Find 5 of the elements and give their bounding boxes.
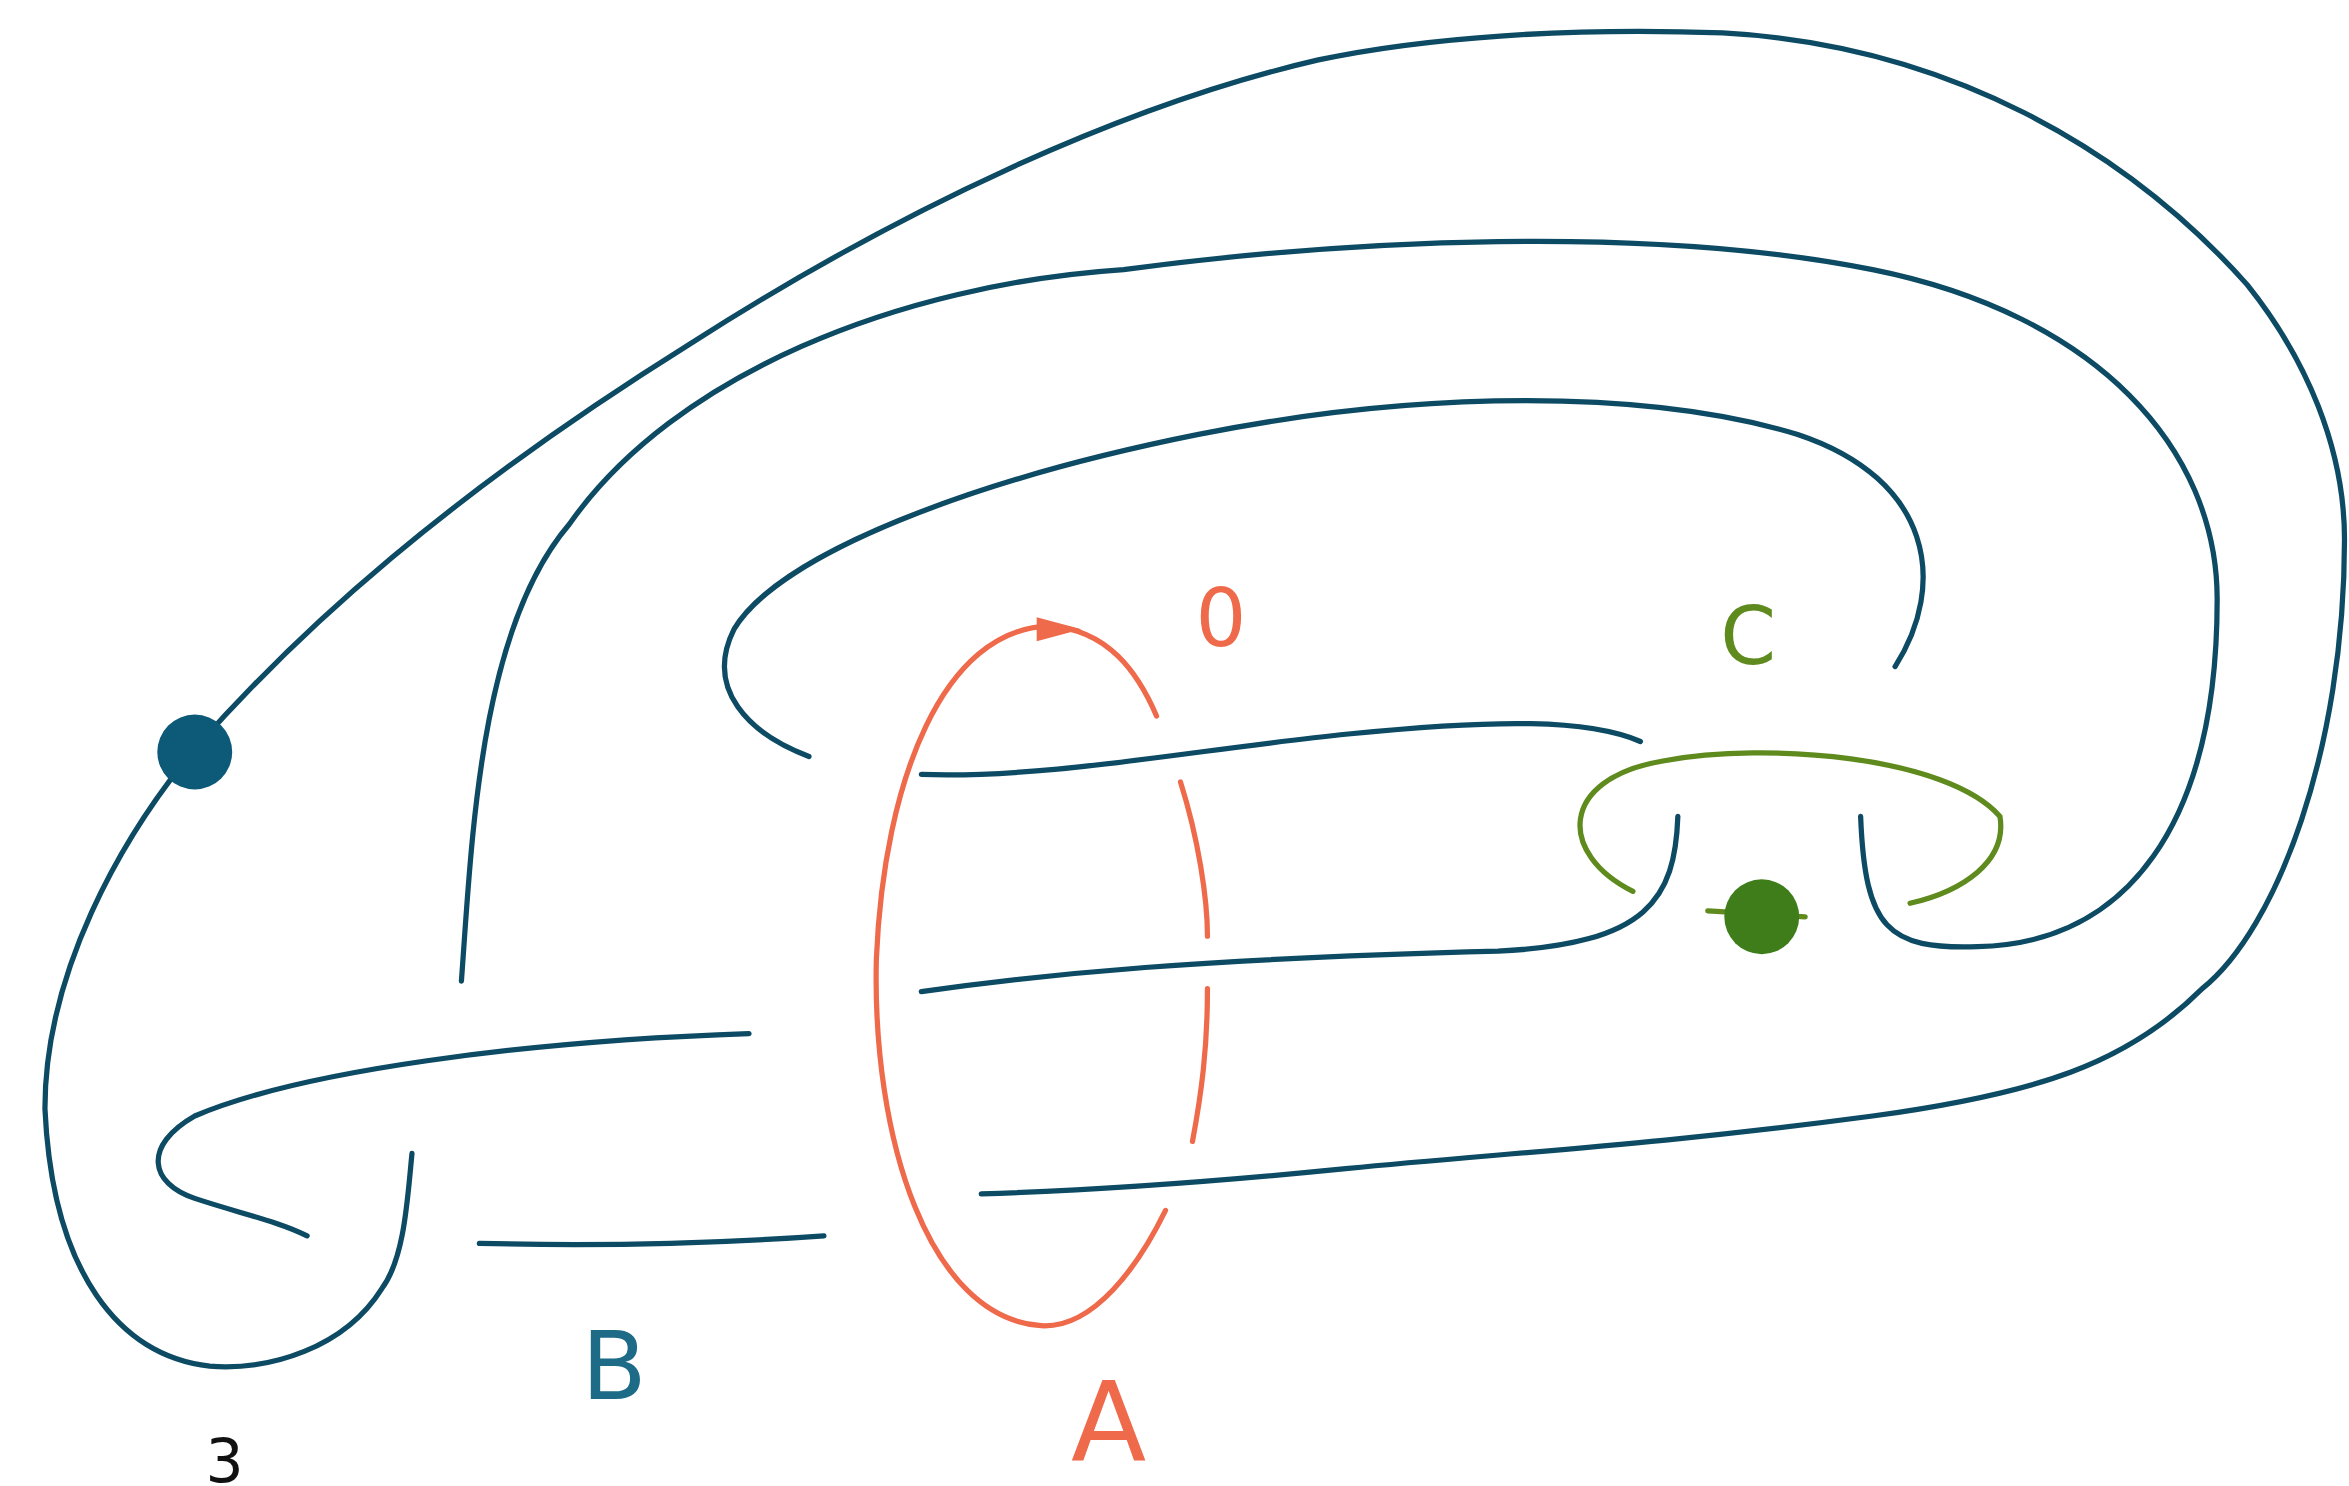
letter-label: A	[1070, 1368, 1147, 1479]
letter-label: C	[1720, 596, 1777, 677]
letter-label: B	[581, 1318, 647, 1414]
letter-label: 0	[1195, 578, 1247, 659]
letter-label: 3	[205, 1430, 244, 1486]
